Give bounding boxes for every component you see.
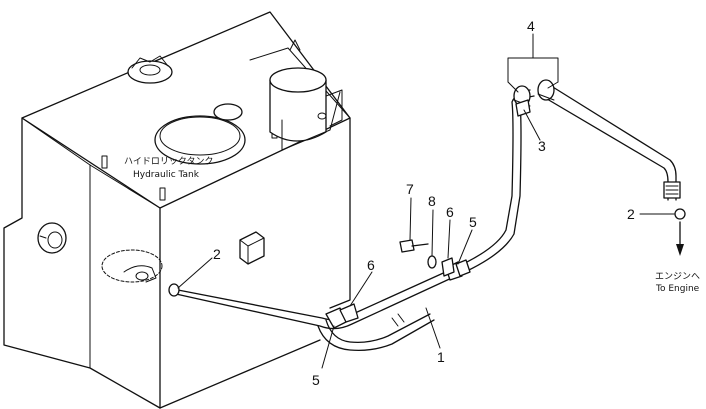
leader-4-bracket [507, 33, 559, 83]
tank-label-en: Hydraulic Tank [133, 170, 200, 180]
callout-6-right: 6 [446, 204, 454, 220]
callout-4: 4 [527, 18, 535, 34]
leader-5-right [457, 229, 473, 265]
inspection-cover [154, 103, 246, 165]
leader-7 [409, 197, 412, 241]
suction-port [101, 249, 163, 283]
filler-cap [127, 55, 173, 84]
tank-label-jp: ハイドロリックタンク [124, 156, 213, 167]
front-bracket [239, 231, 265, 265]
callout-2-left: 2 [213, 246, 221, 262]
tank-left-face [3, 117, 161, 409]
tube-1-b [317, 319, 435, 352]
engine-label-jp: エンジンへ [655, 272, 700, 282]
leader-6-left [349, 271, 373, 307]
callout-1: 1 [437, 349, 445, 365]
hose-assembly [168, 79, 686, 352]
tank-bottom-edge [159, 339, 321, 409]
callout-5-left: 5 [312, 372, 320, 388]
leader-3 [523, 109, 541, 141]
side-port [37, 222, 67, 254]
washer-8 [427, 255, 437, 269]
engine-line-a [547, 83, 677, 201]
tank-right-face [329, 117, 351, 309]
callout-8: 8 [428, 193, 436, 209]
callouts: 1 2 2 3 4 5 5 6 6 7 8 [177, 18, 675, 388]
engine-nut [674, 208, 686, 220]
filter-housing [269, 67, 343, 151]
engine-label-en: To Engine [655, 284, 700, 294]
tube-joint-marks [391, 313, 405, 327]
callout-5-right: 5 [469, 214, 477, 230]
callout-7: 7 [406, 181, 414, 197]
callout-3: 3 [538, 138, 546, 154]
tank-fitting [168, 283, 180, 297]
leader-5-left [321, 325, 335, 369]
engine-arrow-head [676, 244, 684, 256]
leader-8 [431, 209, 434, 257]
hydraulic-tank: ハイドロリックタンク Hydraulic Tank [3, 11, 351, 409]
callout-2-right: 2 [627, 206, 635, 222]
leader-6-right [447, 219, 451, 259]
tank-bolt-2 [159, 187, 166, 201]
tank-ledge-2 [21, 117, 91, 166]
bolt-7 [399, 239, 429, 253]
leader-1 [425, 307, 441, 349]
callout-6-left: 6 [367, 257, 375, 273]
leader-2-left [177, 257, 213, 289]
fitting-6-right [441, 257, 455, 277]
tank-ledge [89, 164, 161, 369]
leader-4-tips [507, 81, 559, 93]
tank-bolt-1 [101, 155, 108, 169]
engine-line-b [541, 95, 669, 201]
clamp-3 [515, 99, 531, 117]
tube-1-a [325, 313, 431, 344]
